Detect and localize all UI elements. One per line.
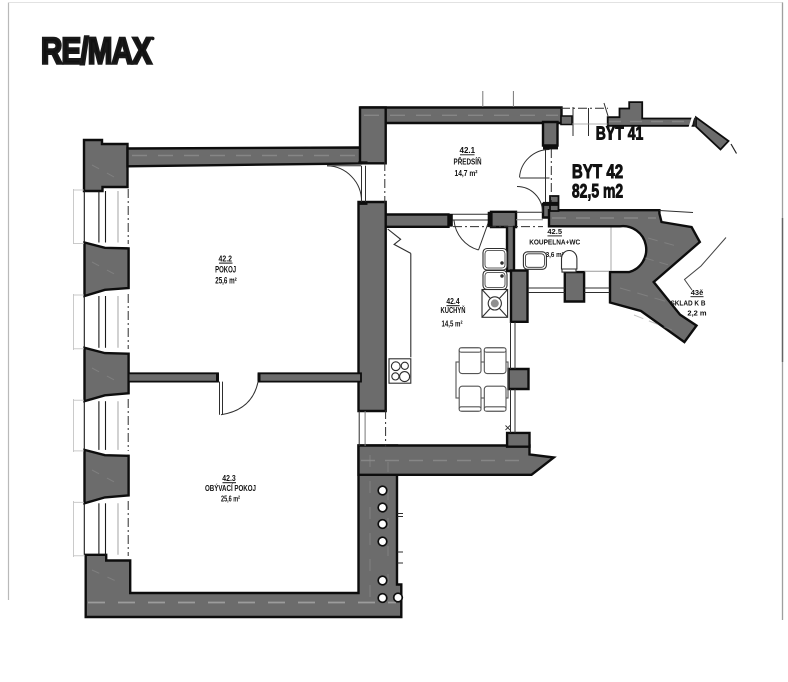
svg-text:42.4: 42.4 [446, 297, 460, 306]
svg-text:42.2: 42.2 [219, 253, 233, 263]
svg-text:2,2 m: 2,2 m [687, 309, 707, 318]
svg-text:POKOJ: POKOJ [215, 265, 236, 275]
svg-text:BYT 41: BYT 41 [596, 123, 644, 144]
svg-text:42.5: 42.5 [547, 227, 562, 236]
svg-text:42.3: 42.3 [222, 473, 236, 483]
svg-text:82,5 m2: 82,5 m2 [572, 180, 623, 202]
svg-text:14,5 m²: 14,5 m² [442, 319, 463, 328]
svg-text:42.1: 42.1 [460, 146, 476, 155]
svg-text:14,7 m²: 14,7 m² [455, 169, 478, 178]
svg-text:25,6 m²: 25,6 m² [221, 494, 240, 504]
svg-text:KUCHYŇ: KUCHYŇ [441, 306, 466, 315]
svg-text:BYT 42: BYT 42 [572, 161, 623, 183]
svg-text:PŘEDSÍŇ: PŘEDSÍŇ [454, 156, 482, 167]
svg-text:KOUPELNA+WC: KOUPELNA+WC [529, 238, 580, 247]
svg-text:SKLAD K B: SKLAD K B [671, 298, 706, 307]
svg-text:RE/MAX: RE/MAX [41, 30, 152, 72]
svg-text:3,6 m²: 3,6 m² [546, 250, 564, 259]
svg-text:43ě: 43ě [691, 288, 704, 297]
svg-text:OBÝVACÍ POKOJ: OBÝVACÍ POKOJ [205, 482, 256, 493]
svg-text:25,6 m²: 25,6 m² [215, 276, 237, 286]
